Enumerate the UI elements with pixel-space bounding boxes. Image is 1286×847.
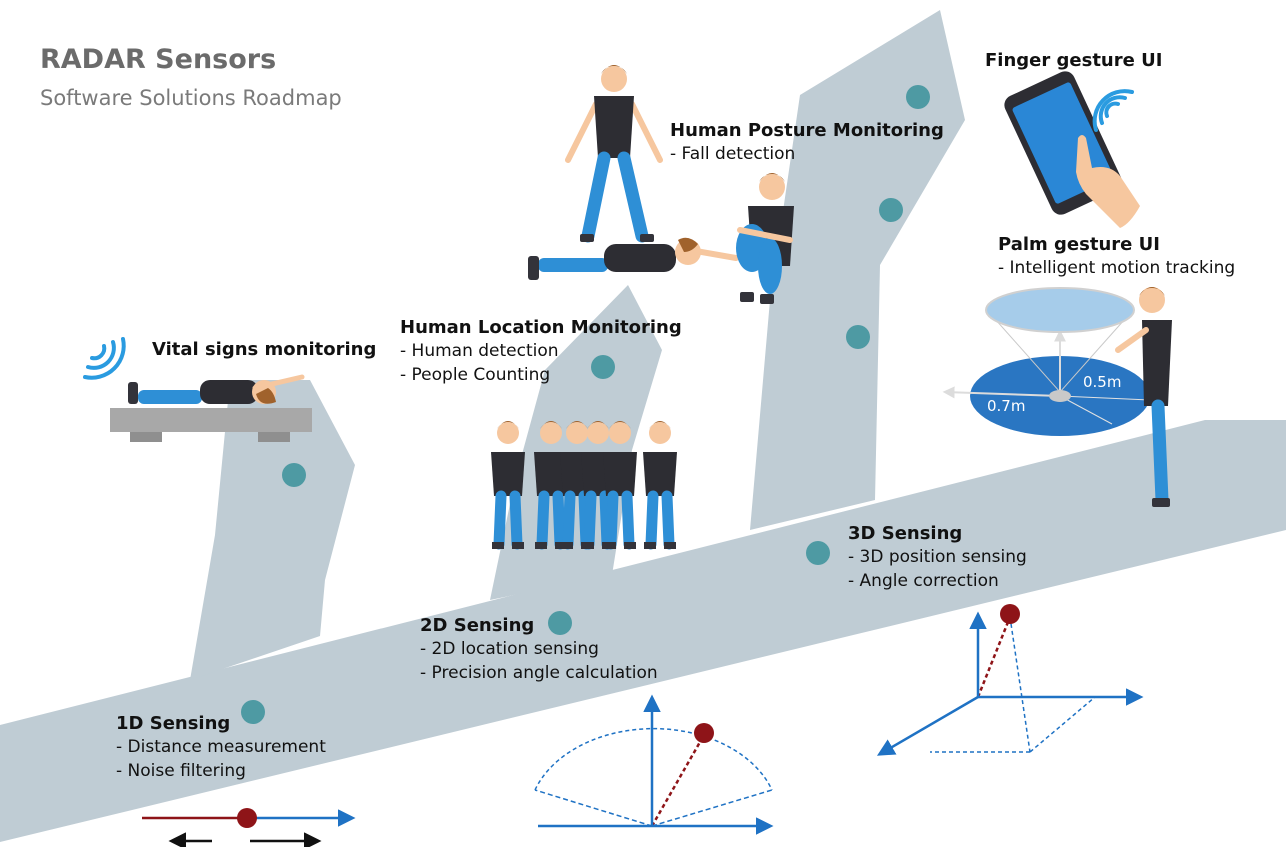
- milestone-dot: [591, 355, 615, 379]
- person-icon: [491, 421, 525, 550]
- posture-scene: [528, 65, 794, 304]
- milestone-item: - 2D location sensing: [420, 639, 599, 659]
- milestone-item: - Distance measurement: [116, 737, 326, 757]
- radar-waves-icon: [83, 337, 126, 380]
- milestone-dots: [241, 85, 930, 724]
- milestone-dot: [806, 541, 830, 565]
- milestone-heading: Human Posture Monitoring: [670, 120, 944, 141]
- milestone-heading: 3D Sensing: [848, 523, 963, 544]
- path-branch-posture: [750, 10, 965, 530]
- person-icon: [128, 374, 305, 404]
- page-subtitle: Software Solutions Roadmap: [40, 86, 342, 110]
- bed-platform: [110, 408, 312, 432]
- milestone-finger-gesture: Finger gesture UI: [985, 50, 1162, 72]
- milestone-heading: Vital signs monitoring: [152, 339, 377, 360]
- measurement-inner: 0.5m: [1083, 373, 1122, 391]
- person-icon: [643, 421, 677, 550]
- milestone-item: - Noise filtering: [116, 761, 246, 781]
- gesture-plane: [985, 287, 1135, 333]
- crowd-scene: [491, 421, 677, 550]
- milestone-human-posture: Human Posture Monitoring - Fall detectio…: [670, 120, 944, 166]
- milestone-human-location: Human Location Monitoring - Human detect…: [400, 317, 682, 387]
- milestone-heading: 2D Sensing: [420, 615, 535, 636]
- page-title: RADAR Sensors: [40, 44, 277, 75]
- milestone-item: - Angle correction: [848, 571, 999, 591]
- person-icon: [1115, 287, 1172, 507]
- person-icon: [528, 237, 739, 280]
- person-icon: [603, 421, 637, 550]
- vital-signs-scene: [83, 337, 312, 442]
- radar-waves-icon: [1092, 89, 1134, 132]
- diagram-2d: [534, 694, 774, 835]
- milestone-palm-gesture: Palm gesture UI - Intelligent motion tra…: [998, 234, 1235, 280]
- person-icon: [565, 65, 663, 243]
- finger-gesture-scene: [1004, 71, 1140, 228]
- milestone-item: - 3D position sensing: [848, 547, 1027, 567]
- milestone-dot: [906, 85, 930, 109]
- milestone-vital-signs: Vital signs monitoring: [152, 339, 376, 361]
- palm-gesture-scene: [942, 287, 1172, 507]
- milestone-dot: [879, 198, 903, 222]
- milestone-dot: [241, 700, 265, 724]
- milestone-2d-sensing: 2D Sensing - 2D location sensing - Preci…: [420, 615, 658, 685]
- person-icon: [534, 421, 568, 550]
- milestone-item: - People Counting: [400, 365, 551, 385]
- milestone-heading: Human Location Monitoring: [400, 317, 682, 338]
- milestone-1d-sensing: 1D Sensing - Distance measurement - Nois…: [116, 713, 326, 783]
- path-main-band: [0, 420, 1286, 842]
- roadmap-path: [0, 10, 1286, 842]
- milestone-item: - Intelligent motion tracking: [998, 258, 1236, 278]
- path-branch-vital: [190, 380, 355, 680]
- milestone-heading: 1D Sensing: [116, 713, 231, 734]
- measurement-outer: 0.7m: [987, 397, 1026, 415]
- milestone-heading: Finger gesture UI: [985, 50, 1163, 71]
- milestone-item: - Fall detection: [670, 144, 796, 164]
- milestone-item: - Human detection: [400, 341, 559, 361]
- milestone-heading: Palm gesture UI: [998, 234, 1160, 255]
- milestone-3d-sensing: 3D Sensing - 3D position sensing - Angle…: [848, 523, 1027, 593]
- milestone-dot: [282, 463, 306, 487]
- diagram-1d: [142, 808, 356, 847]
- person-icon: [736, 173, 794, 304]
- diagram-3d: [876, 604, 1144, 756]
- milestone-dot: [548, 611, 572, 635]
- milestone-item: - Precision angle calculation: [420, 663, 658, 683]
- milestone-dot: [846, 325, 870, 349]
